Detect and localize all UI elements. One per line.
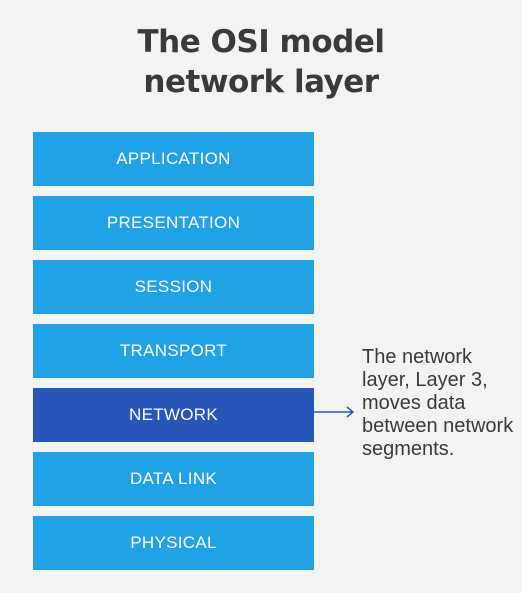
layer-transport: TRANSPORT bbox=[33, 324, 314, 378]
layer-label: APPLICATION bbox=[116, 149, 231, 168]
layer-label: DATA LINK bbox=[129, 469, 218, 488]
arrow-head bbox=[346, 406, 355, 418]
title-line-1: The OSI model bbox=[137, 24, 385, 60]
layer-application: APPLICATION bbox=[33, 132, 314, 186]
layer-label: PHYSICAL bbox=[130, 533, 217, 552]
callout-arrow-icon bbox=[314, 406, 355, 418]
layer-label: TRANSPORT bbox=[119, 341, 228, 360]
diagram-title: The OSI model network layer bbox=[0, 22, 522, 102]
layer-label: SESSION bbox=[134, 277, 213, 296]
layer-presentation: PRESENTATION bbox=[33, 196, 314, 250]
layer-session: SESSION bbox=[33, 260, 314, 314]
layer-network: NETWORK bbox=[33, 388, 314, 442]
osi-layer-stack: APPLICATION PRESENTATION SESSION TRANSPO… bbox=[33, 132, 314, 580]
title-line-2: network layer bbox=[143, 64, 379, 100]
layer-physical: PHYSICAL bbox=[33, 516, 314, 570]
network-layer-callout: The network layer, Layer 3, moves data b… bbox=[362, 346, 514, 460]
layer-label: NETWORK bbox=[129, 405, 218, 424]
layer-label: PRESENTATION bbox=[106, 213, 241, 232]
layer-data-link: DATA LINK bbox=[33, 452, 314, 506]
